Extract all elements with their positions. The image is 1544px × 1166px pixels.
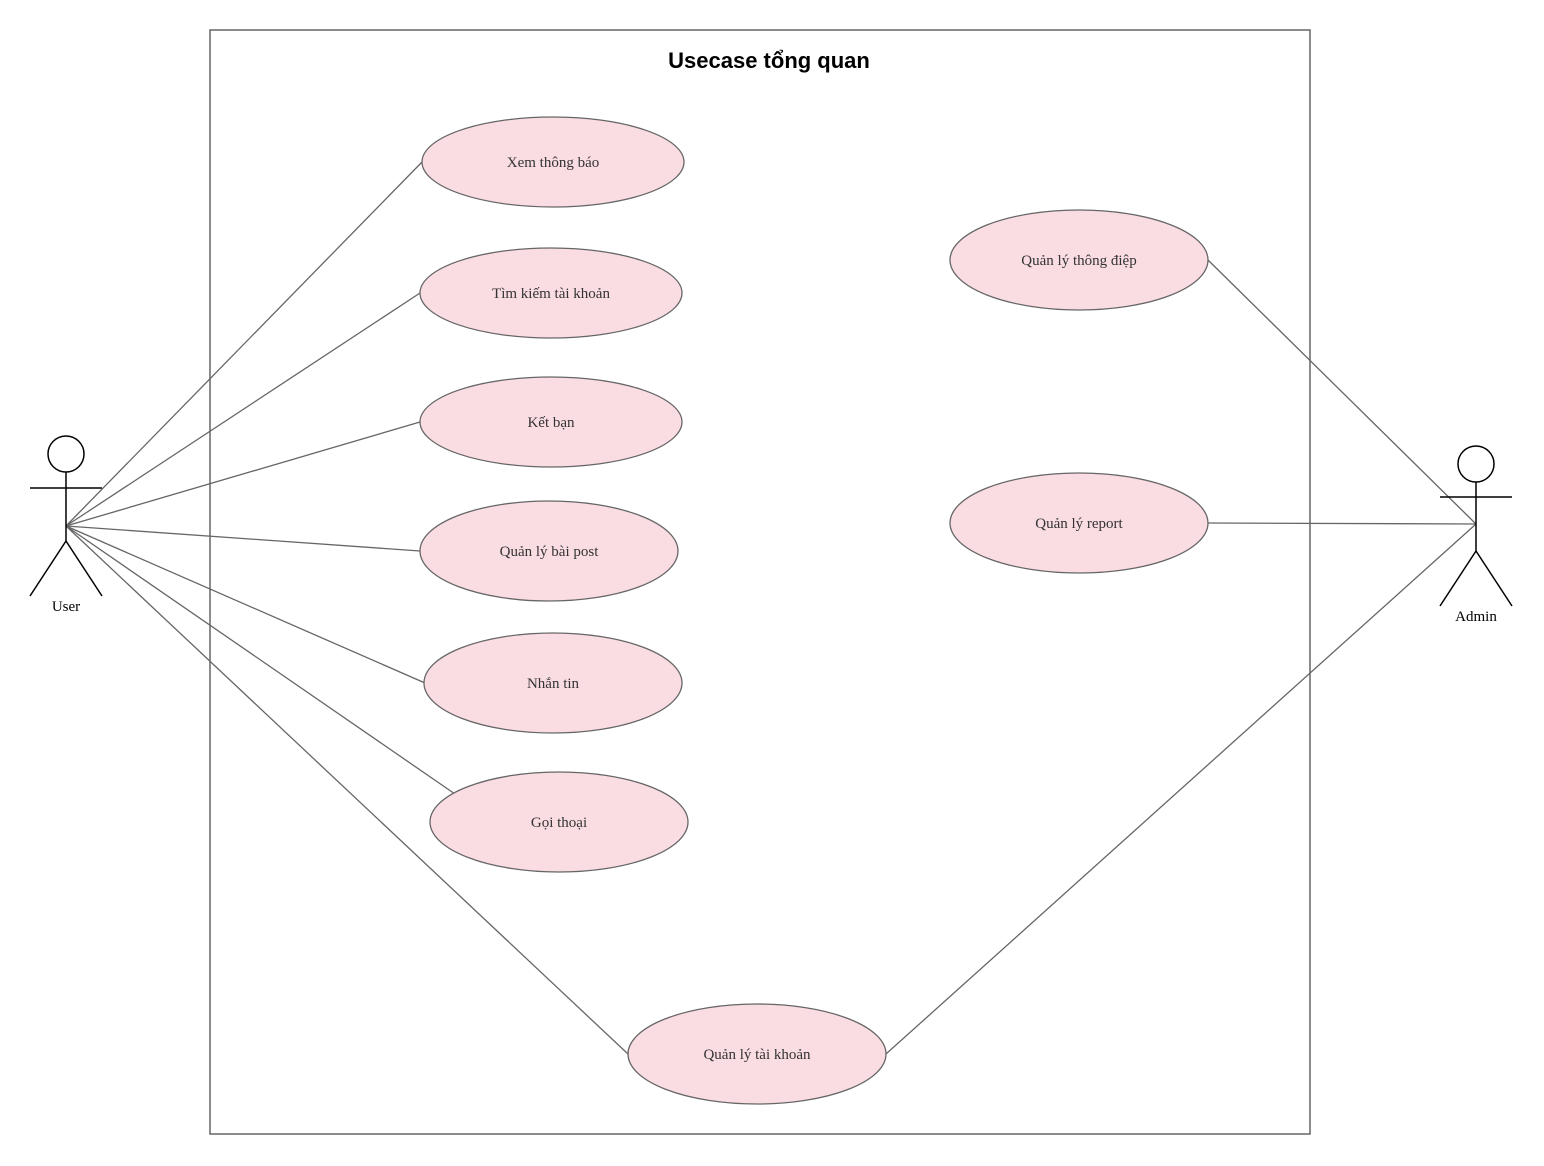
association-user-tim-kiem-tai-khoan bbox=[65, 292, 421, 527]
association-user-nhan-tin bbox=[65, 525, 426, 684]
actor-user-label: User bbox=[52, 599, 80, 615]
usecase-label: Gọi thoại bbox=[531, 815, 587, 831]
actor-right-leg bbox=[65, 540, 103, 597]
actor-user bbox=[29, 435, 103, 597]
actor-admin-label: Admin bbox=[1455, 609, 1497, 625]
actor-head bbox=[47, 435, 85, 473]
usecase-quan-ly-tai-khoan: Quản lý tài khoản bbox=[627, 1003, 887, 1105]
association-user-ket-ban bbox=[65, 421, 421, 527]
usecase-label: Quản lý report bbox=[1035, 516, 1123, 532]
usecase-ket-ban: Kết bạn bbox=[419, 376, 683, 468]
usecase-label: Quản lý thông điệp bbox=[1021, 253, 1136, 269]
association-admin-quan-ly-thong-diep bbox=[1207, 259, 1477, 525]
usecase-goi-thoai: Gọi thoại bbox=[429, 771, 689, 873]
usecase-label: Kết bạn bbox=[527, 415, 575, 431]
usecase-tim-kiem-tai-khoan: Tìm kiếm tài khoản bbox=[419, 247, 683, 339]
association-admin-quan-ly-report bbox=[1207, 522, 1477, 525]
usecase-label: Quản lý bài post bbox=[500, 544, 600, 560]
usecase-xem-thong-bao: Xem thông báo bbox=[421, 116, 685, 208]
usecase-label: Nhắn tin bbox=[527, 676, 580, 692]
usecase-quan-ly-bai-post: Quản lý bài post bbox=[419, 500, 679, 602]
usecase-quan-ly-thong-diep: Quản lý thông điệp bbox=[949, 209, 1209, 311]
usecase-nhan-tin: Nhắn tin bbox=[423, 632, 683, 734]
association-lines bbox=[65, 161, 1477, 1055]
actor-left-leg bbox=[29, 540, 67, 597]
usecase-label: Tìm kiếm tài khoản bbox=[492, 286, 610, 302]
association-user-xem-thong-bao bbox=[65, 161, 423, 527]
diagram-title: Usecase tổng quan bbox=[668, 48, 870, 73]
association-user-quan-ly-tai-khoan bbox=[65, 525, 629, 1055]
actor-admin bbox=[1439, 445, 1513, 607]
actor-left-leg bbox=[1439, 550, 1477, 607]
association-admin-quan-ly-tai-khoan bbox=[885, 523, 1477, 1055]
system-boundary bbox=[209, 29, 1311, 1135]
usecase-label: Xem thông báo bbox=[507, 155, 599, 171]
actor-head bbox=[1457, 445, 1495, 483]
usecase-label: Quản lý tài khoản bbox=[703, 1047, 811, 1063]
actor-right-leg bbox=[1475, 550, 1513, 607]
association-user-goi-thoai bbox=[65, 525, 456, 795]
usecase-quan-ly-report: Quản lý report bbox=[949, 472, 1209, 574]
association-user-quan-ly-bai-post bbox=[65, 525, 421, 552]
